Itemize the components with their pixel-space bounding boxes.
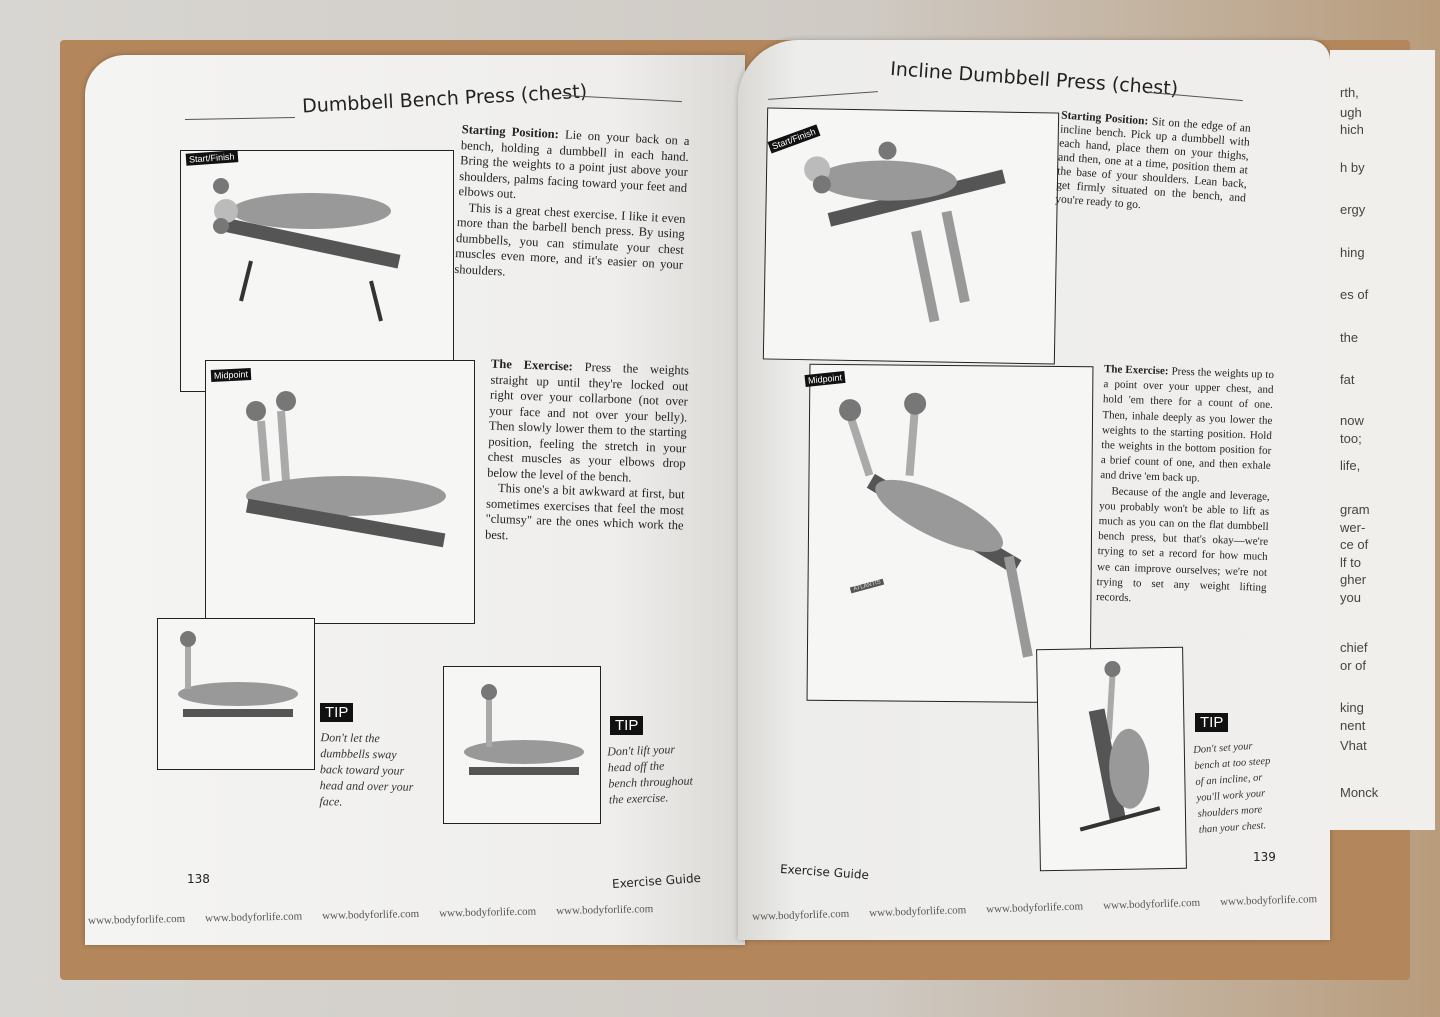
figure-start-position — [180, 150, 454, 392]
background-book-fragment: hing — [1340, 245, 1365, 260]
background-book-fragment: rth, — [1340, 85, 1359, 100]
tip-badge: TIP — [1195, 713, 1229, 732]
background-book-fragment: h by — [1340, 160, 1365, 175]
page-number: 138 — [187, 872, 210, 886]
background-book-fragment: chief — [1340, 640, 1368, 655]
footer-url: www.bodyforlife.com — [204, 910, 303, 925]
background-book-fragment: ugh — [1340, 105, 1362, 120]
paragraph: Sit on the edge of an incline bench. Pic… — [1054, 115, 1252, 212]
background-book-fragment: Monck — [1340, 785, 1379, 800]
background-book-fragment: fat — [1340, 372, 1355, 387]
footer-url: www.bodyforlife.com — [1102, 896, 1201, 912]
figure-midpoint — [205, 360, 475, 624]
figure-incline-tip — [1036, 646, 1187, 872]
background-book-fragment: gram — [1340, 502, 1370, 517]
background-book-fragment: the — [1340, 330, 1359, 345]
footer-url: www.bodyforlife.com — [751, 907, 850, 923]
page-number: 139 — [1253, 850, 1276, 864]
exercise-heading: The Exercise: — [490, 356, 574, 374]
figure-tip-2 — [443, 666, 601, 824]
figure-incline-midpoint — [806, 363, 1094, 704]
background-book-fragment: now — [1340, 413, 1364, 428]
exercise-heading: The Exercise: — [1103, 363, 1169, 378]
background-book-fragment: gher — [1340, 572, 1367, 587]
paragraph: Press the weights straight up until they… — [487, 359, 690, 485]
background-book-fragment: you — [1340, 590, 1361, 605]
tip-1-text: Don't let the dumbbells sway back toward… — [319, 730, 414, 809]
background-book-fragment: too; — [1340, 431, 1362, 446]
background-book-fragment: life, — [1340, 458, 1361, 473]
background-book: rth, ugh hich h by ergy hing es of the fat now too… — [1330, 50, 1435, 830]
left-exercise-text: The Exercise: Press the weights straight… — [485, 357, 689, 550]
figure-incline-start — [762, 107, 1060, 365]
background-book-fragment: lf to — [1340, 555, 1361, 570]
paragraph: This one's a bit awkward at first, but s… — [484, 480, 685, 542]
background-book-fragment: Vhat — [1340, 738, 1367, 753]
background-book-fragment: hich — [1340, 122, 1364, 137]
paragraph: Because of the angle and leverage, you p… — [1095, 485, 1270, 605]
right-starting-position-text: Starting Position: Sit on the edge of an… — [1055, 108, 1251, 219]
tip-2-text: Don't lift your head off the bench throu… — [606, 742, 694, 807]
background-book-fragment: wer- — [1340, 520, 1366, 535]
footer-url: www.bodyforlife.com — [868, 904, 967, 920]
paragraph: Lie on your back on a bench, holding a d… — [458, 127, 690, 202]
midpoint-label: Midpoint — [210, 367, 252, 383]
tip-text: Don't set your bench at too steep of an … — [1192, 740, 1271, 836]
tip-badge: TIP — [610, 716, 644, 735]
footer-url: www.bodyforlife.com — [439, 905, 537, 920]
footer-url: www.bodyforlife.com — [985, 900, 1084, 916]
background-book-fragment: ce of — [1340, 537, 1369, 552]
paragraph: This is a great chest exercise. I like i… — [454, 200, 686, 279]
paragraph: Press the weights up to a point over you… — [1100, 365, 1275, 485]
footer-url: www.bodyforlife.com — [87, 912, 186, 927]
background-book-fragment: es of — [1340, 287, 1369, 302]
figure-tip-1 — [157, 618, 315, 770]
background-book-fragment: nent — [1340, 718, 1366, 733]
footer-url: www.bodyforlife.com — [1219, 893, 1318, 909]
tip-badge: TIP — [320, 703, 354, 722]
background-book-fragment: or of — [1340, 658, 1367, 673]
background-book-fragment: king — [1340, 700, 1364, 715]
footer-url: www.bodyforlife.com — [321, 907, 420, 923]
footer-url: www.bodyforlife.com — [556, 903, 654, 918]
left-starting-position-text: Starting Position: Lie on your back on a… — [454, 122, 690, 289]
right-exercise-text: The Exercise: Press the weights up to a … — [1096, 362, 1274, 611]
background-book-fragment: ergy — [1340, 202, 1366, 217]
